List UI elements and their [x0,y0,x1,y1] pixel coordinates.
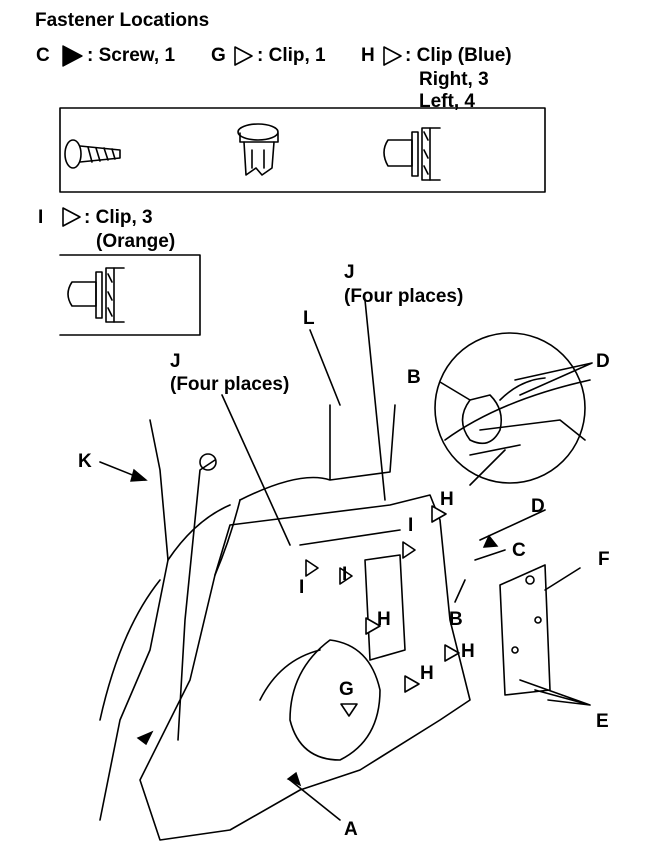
bracket-f [499,564,551,696]
pillar-k [99,419,169,821]
callout-k: K [78,451,92,472]
legend-h-text: : Clip (Blue) [405,45,512,66]
callout-h2: H [377,609,391,630]
callout-g: G [339,679,354,700]
detail-circle [434,332,586,484]
callout-l: L [303,308,315,329]
page-title: Fastener Locations [35,10,210,31]
legend-g-text: : Clip, 1 [257,45,326,66]
callout-a: A [344,819,358,840]
legend-c-letter: C [36,45,50,66]
quarter-panel [139,404,471,841]
callout-j-top-note: (Four places) [344,286,464,307]
callout-d-detail: D [596,351,610,372]
g-clip-triangle [234,46,253,66]
callout-j-left: J [170,351,181,372]
legend-frame [59,107,546,193]
legend-frame-i [59,254,201,336]
screw-icon [64,139,121,169]
callout-j-top: J [344,262,355,283]
h-clip-triangle [383,46,402,66]
push-clip-icon [237,123,279,176]
callout-f: F [598,549,610,570]
orange-clip-icon [67,267,125,323]
blue-clip-icon [383,127,441,181]
callout-c: C [512,540,526,561]
callout-d: D [531,496,545,517]
legend-h-left: Left, 4 [419,91,475,112]
callout-b-detail: B [407,367,421,388]
callout-h4: H [420,663,434,684]
i-clip-triangle [62,207,81,227]
legend-i-letter: I [38,207,44,228]
screw-triangle [62,45,83,67]
legend-i-color: (Orange) [96,231,176,252]
callout-j-left-note: (Four places) [170,374,290,395]
callout-h3: H [461,641,475,662]
legend-g-letter: G [211,45,226,66]
callout-e: E [596,711,609,732]
callout-h1: H [440,489,454,510]
legend-h-letter: H [361,45,375,66]
callout-i3: I [299,577,305,598]
callout-b: B [449,609,463,630]
callout-i2: I [342,564,348,585]
legend-h-right: Right, 3 [419,69,489,90]
legend-i-text: : Clip, 3 [84,207,153,228]
legend-c-text: : Screw, 1 [87,45,176,66]
callout-i1: I [408,515,414,536]
